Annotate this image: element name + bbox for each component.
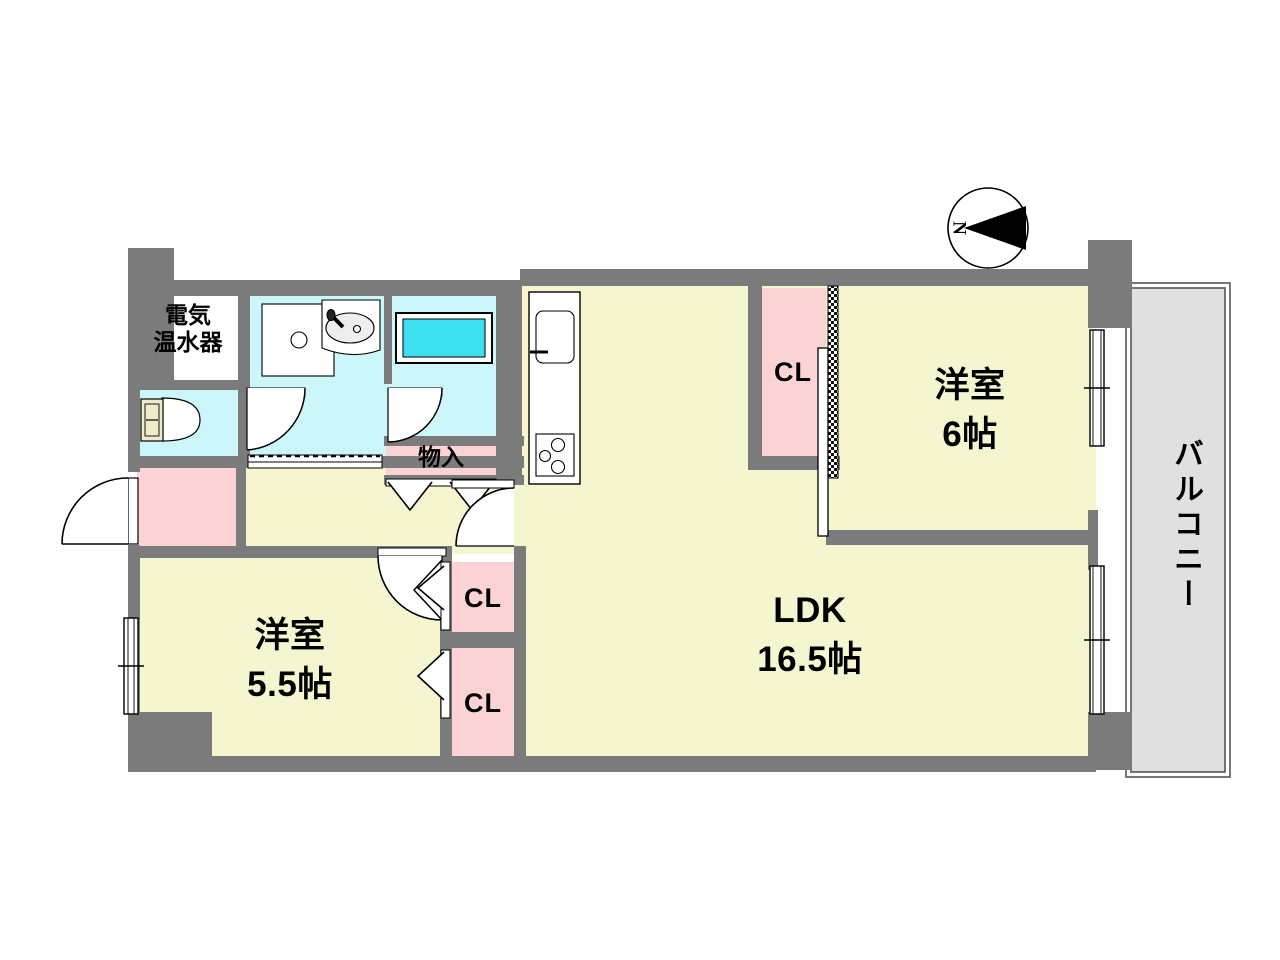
vanity-drain-icon [352,324,362,334]
wall-toilet-bottom [128,456,248,468]
ldk-balcony-window [1084,565,1110,715]
wall-closet-ldk-left [748,286,762,470]
stove-burner-3-icon [550,459,566,475]
wall-washroom-right [496,288,522,478]
bedroom-east-sliding-door [817,285,839,537]
wall-closet-right [514,546,526,766]
closet-bedroom-lower-floor [450,648,516,764]
wall-top-main [174,280,522,296]
wall-left-outer-upper [128,380,140,472]
doors-and-windows [61,285,1110,719]
compass-needle [964,206,1026,250]
stove-burner-1-icon [550,437,566,453]
entry-door-swing [61,477,139,545]
balcony-label: バルコニー [1169,438,1202,613]
bathtub-basin [402,318,486,358]
closet-ldk-east-floor [760,288,826,458]
compass-north-letter: N [949,221,970,235]
bedroom-east-floor [830,285,1096,537]
wall-toilet-top [128,380,248,390]
toilet-bowl-icon [161,397,201,442]
bedroom-west-window [118,617,144,715]
wall-closet-divider [440,632,526,648]
wall-entrance-right [236,466,246,556]
wall-bottom-main [128,756,1096,772]
thin-outlines [140,291,581,485]
balcony-floor [1130,287,1226,773]
wall-bath-left [384,288,392,384]
wall-top-left-stub [128,248,174,388]
wall-bedroom-east-bottom [826,530,1096,545]
ldk-floor [520,285,1096,760]
washroom-sliding-door [247,454,383,469]
wall-right-lower-pillar [1088,712,1132,770]
walls [128,240,1132,772]
washer-drain-icon [290,331,308,349]
wall-bath-bottom [384,436,524,446]
wall-top-ldk [520,269,1096,286]
balcony-outer-frame [1125,282,1231,778]
wall-entrance-bottom [128,546,448,558]
closet-lower-folding-door [416,649,451,719]
entrance-floor [137,466,242,552]
closet-bedroom-upper-floor [450,562,516,632]
bathroom-door-swing [387,387,443,443]
kitchen-sink-icon [535,310,575,364]
wall-right-upper [1088,286,1098,328]
closet-upper-folding-door [416,561,451,631]
stove-burner-2-icon [538,449,552,463]
bedroom-east-balcony-window [1084,329,1110,447]
hall-to-ldk-door [451,479,515,547]
vanity-faucet-head-icon [326,308,336,322]
north-arrow: N [947,187,1029,269]
wall-closet-ldk-bottom [748,456,840,470]
washroom-door-swing [246,387,306,451]
